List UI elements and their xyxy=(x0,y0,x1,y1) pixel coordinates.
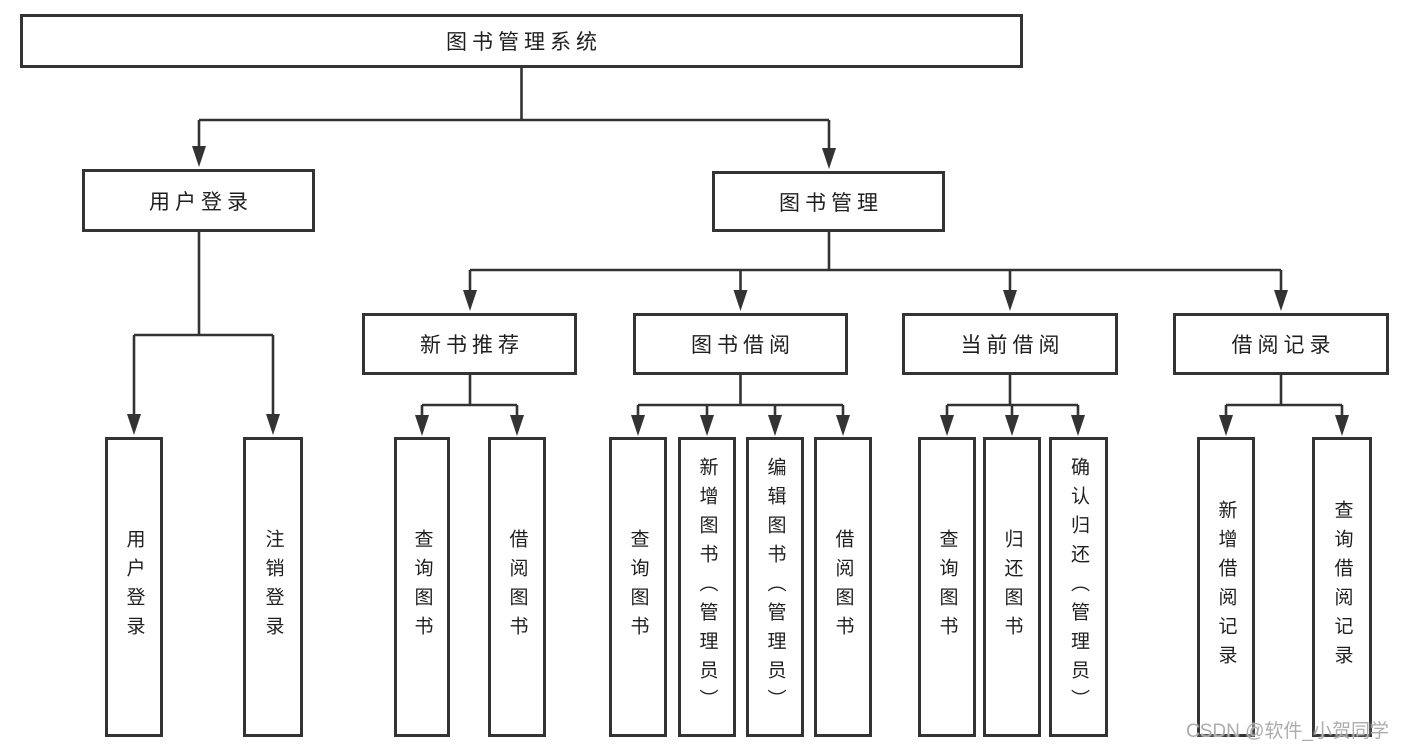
node-new-book-recommendation: 新书推荐 xyxy=(362,313,577,375)
arrow-into-borrowing-records xyxy=(1274,270,1288,311)
leaf-return-books: 归还图书 xyxy=(983,437,1041,737)
node-user-login: 用户登录 xyxy=(82,169,315,232)
node-label: 图书借阅 xyxy=(691,334,795,357)
leaf-label: 借阅图书 xyxy=(506,529,528,645)
arrow-into-leaf-confirm-return-admin xyxy=(1071,405,1085,436)
leaf-label: 新增借阅记录 xyxy=(1215,500,1237,674)
leaf-query-books-3: 查询图书 xyxy=(918,437,976,737)
node-current-borrowing: 当前借阅 xyxy=(902,313,1118,375)
arrow-into-leaf-edit-books-admin xyxy=(768,405,782,436)
arrow-into-leaf-user-login xyxy=(127,335,141,435)
leaf-user-login: 用户登录 xyxy=(105,437,163,737)
arrow-into-leaf-query-books-2 xyxy=(631,405,645,436)
arrow-into-leaf-borrow-books-2 xyxy=(836,405,850,436)
arrow-into-leaf-add-books-admin xyxy=(700,405,714,436)
leaf-label: 借阅图书 xyxy=(832,529,854,645)
leaf-label: 新增图书（管理员） xyxy=(696,456,718,718)
arrow-into-user-login xyxy=(192,120,206,167)
arrow-into-book-borrowing xyxy=(733,270,748,311)
leaf-query-books-1: 查询图书 xyxy=(394,437,450,737)
arrow-into-leaf-return-books xyxy=(1005,405,1019,436)
leaf-label: 归还图书 xyxy=(1001,529,1023,645)
connector-book-management-to-level3 xyxy=(470,232,1281,272)
connector-current-borrowing-to-leaves xyxy=(947,374,1078,407)
arrow-into-new-book-recommendation xyxy=(463,270,477,311)
node-label: 借阅记录 xyxy=(1231,334,1336,357)
node-label: 用户登录 xyxy=(149,190,253,214)
connector-new-book-recommendation-to-leaves xyxy=(422,374,517,407)
connector-borrowing-records-to-leaves xyxy=(1226,374,1342,407)
arrow-into-book-management xyxy=(822,120,836,169)
leaf-label: 查询图书 xyxy=(936,529,958,645)
leaf-add-borrow-record: 新增借阅记录 xyxy=(1197,437,1255,737)
leaf-borrow-books-2: 借阅图书 xyxy=(814,437,872,737)
node-label: 图书管理系统 xyxy=(446,31,602,54)
leaf-query-books-2: 查询图书 xyxy=(609,437,667,737)
node-label: 新书推荐 xyxy=(420,334,524,357)
arrow-into-leaf-query-books-3 xyxy=(940,405,954,436)
connector-user-login-to-leaves xyxy=(134,231,273,337)
node-library-management-system: 图书管理系统 xyxy=(20,14,1023,68)
arrow-into-leaf-add-borrow-record xyxy=(1219,405,1233,436)
arrow-into-current-borrowing xyxy=(1003,270,1017,311)
leaf-confirm-return-admin: 确认归还（管理员） xyxy=(1049,437,1108,737)
node-book-borrowing: 图书借阅 xyxy=(633,313,848,375)
leaf-label: 查询借阅记录 xyxy=(1331,500,1353,674)
arrow-into-leaf-logout-login xyxy=(266,335,280,435)
leaf-borrow-books-1: 借阅图书 xyxy=(488,437,546,737)
leaf-label: 查询图书 xyxy=(627,529,649,645)
connector-root-to-level2 xyxy=(199,68,829,122)
node-book-management: 图书管理 xyxy=(712,171,945,232)
arrow-into-leaf-query-borrow-record xyxy=(1335,405,1349,436)
leaf-add-books-admin: 新增图书（管理员） xyxy=(678,437,736,737)
node-label: 图书管理 xyxy=(779,191,883,215)
arrow-into-leaf-borrow-books-1 xyxy=(510,405,524,436)
node-label: 当前借阅 xyxy=(960,334,1065,357)
leaf-edit-books-admin: 编辑图书（管理员） xyxy=(746,437,804,737)
leaf-query-borrow-record: 查询借阅记录 xyxy=(1312,437,1372,737)
leaf-label: 查询图书 xyxy=(411,529,433,645)
connector-book-borrowing-to-leaves xyxy=(638,374,843,407)
csdn-watermark: CSDN @软件_小贺同学 xyxy=(1186,721,1389,742)
leaf-label: 注销登录 xyxy=(262,529,284,645)
arrow-into-leaf-query-books-1 xyxy=(415,405,429,436)
node-borrowing-records: 借阅记录 xyxy=(1173,313,1389,375)
leaf-label: 用户登录 xyxy=(123,529,145,645)
leaf-logout-login: 注销登录 xyxy=(243,437,303,737)
leaf-label: 编辑图书（管理员） xyxy=(764,456,786,718)
leaf-label: 确认归还（管理员） xyxy=(1068,456,1089,718)
